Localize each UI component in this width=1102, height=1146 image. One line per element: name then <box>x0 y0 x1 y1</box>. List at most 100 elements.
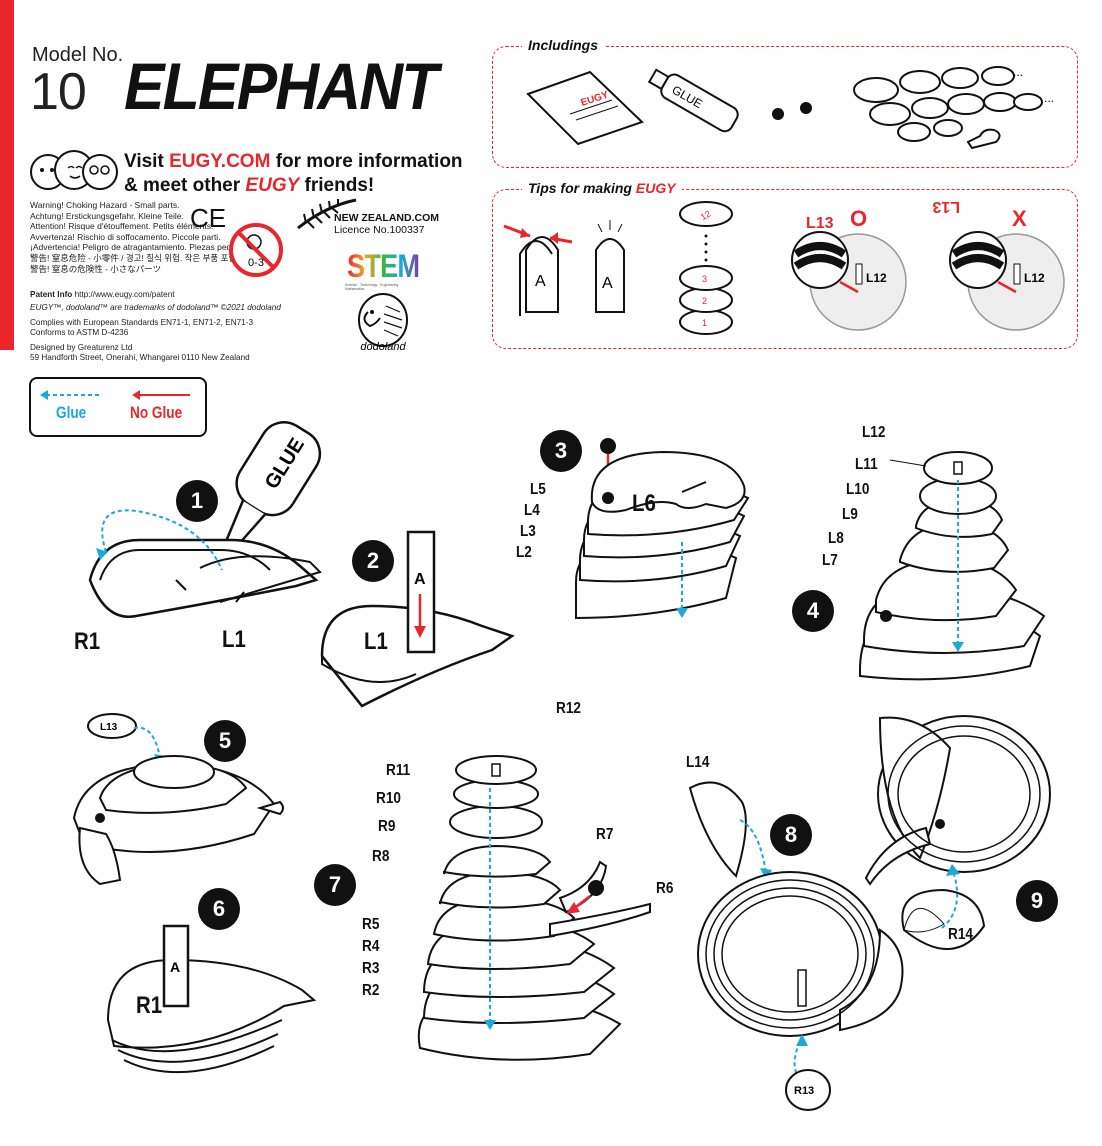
dodoland-logo-icon: dodoland <box>358 293 408 353</box>
booklet-icon: EUGY <box>526 70 644 146</box>
tips-illustration: A A 12 3 2 1 L13 O L12 L13 X L12 <box>503 198 1065 335</box>
step-9-number: 9 <box>1016 880 1058 922</box>
step-4-number: 4 <box>792 590 834 632</box>
svg-text:A: A <box>170 959 180 975</box>
svg-text:A: A <box>414 571 426 588</box>
legend-no-glue: No Glue <box>130 403 183 422</box>
svg-text:O: O <box>850 206 867 231</box>
step-3-label-l2: L2 <box>516 544 532 561</box>
no-under-3-icon: 0-3 <box>229 223 283 277</box>
step-8-label-l14: L14 <box>686 754 710 771</box>
step-7-label-r3: R3 <box>362 960 380 977</box>
svg-text:L13: L13 <box>100 722 118 733</box>
stem-sub: Science · Technology · Engineering · Mat… <box>345 283 401 291</box>
step-3-label-l3: L3 <box>520 523 536 540</box>
warning-text: Warning! Choking Hazard - Small parts. A… <box>30 200 257 274</box>
svg-text:A: A <box>535 273 546 290</box>
step-1-label-r1: R1 <box>74 628 101 655</box>
svg-text:...: ... <box>1013 65 1023 79</box>
step-4-label-l8: L8 <box>828 530 844 547</box>
step-2-label-l1: L1 <box>364 628 388 655</box>
step-7-label-r4: R4 <box>362 938 380 955</box>
step-4-label-l12: L12 <box>862 424 886 441</box>
step-6-label-r1: R1 <box>136 992 163 1019</box>
disc-pieces-icon <box>853 66 1043 150</box>
eye-bead-icon <box>772 108 784 120</box>
patent-info: Patent Info http://www.eugy.com/patent E… <box>30 290 281 362</box>
step-1-illustration: GLUE <box>88 421 322 618</box>
glue-legend <box>29 377 207 437</box>
step-4-label-l9: L9 <box>842 506 858 523</box>
step-7-label-r5: R5 <box>362 916 380 933</box>
patent-link[interactable]: http://www.eugy.com/patent <box>74 290 175 299</box>
step-3-illustration <box>575 438 750 620</box>
model-number: 10 <box>30 63 87 121</box>
step-7-illustration <box>417 755 651 1061</box>
svg-text:2: 2 <box>702 296 707 306</box>
correct-orientation-icon: L13 O L12 <box>791 206 907 331</box>
step-7-number: 7 <box>314 864 356 906</box>
eye-bead-icon <box>800 102 812 114</box>
card-pinch-icon: A <box>503 224 573 316</box>
step-7-label-r8: R8 <box>372 848 390 865</box>
step-7-label-r10: R10 <box>376 790 401 807</box>
step-2-illustration: A <box>320 530 515 708</box>
model-no-label: Model No. <box>32 44 124 66</box>
step-9-label-r14: R14 <box>948 926 973 943</box>
eugy-mascots-icon <box>30 150 118 190</box>
svg-text:L13: L13 <box>806 215 834 232</box>
step-8-illustration: R13 <box>688 781 904 1111</box>
visit-text: Visit EUGY.COM for more information & me… <box>124 151 463 196</box>
svg-text:0-3: 0-3 <box>248 257 264 269</box>
svg-text:L12: L12 <box>1024 271 1045 285</box>
eugy-link[interactable]: EUGY.COM <box>169 151 271 172</box>
glue-tube-icon: GLUE <box>647 68 739 133</box>
svg-text:dodoland: dodoland <box>360 341 406 353</box>
step-6-number: 6 <box>198 888 240 930</box>
svg-text:12: 12 <box>699 209 713 223</box>
step-7-label-r9: R9 <box>378 818 396 835</box>
step-3-label-l6: L6 <box>632 490 656 517</box>
step-5-illustration: L13 <box>72 713 284 886</box>
includings-illustration: EUGY GLUE ... ... <box>526 65 1054 150</box>
step-7-label-r12: R12 <box>556 700 581 717</box>
model-name: ELEPHANT <box>124 49 438 123</box>
step-1-number: 1 <box>176 480 218 522</box>
card-icon: A <box>595 220 625 313</box>
step-4-label-l10: L10 <box>846 481 870 498</box>
includings-box <box>492 46 1078 168</box>
tips-box <box>492 189 1078 349</box>
step-8-number: 8 <box>770 814 812 856</box>
step-7-label-r11: R11 <box>386 762 411 779</box>
step-2-number: 2 <box>352 540 394 582</box>
step-4-label-l11: L11 <box>855 456 878 473</box>
svg-text:X: X <box>1012 206 1027 231</box>
disc-stack-order-icon <box>679 201 733 335</box>
step-5-number: 5 <box>204 720 246 762</box>
glue-bottle-icon: GLUE <box>222 421 322 553</box>
svg-text:...: ... <box>1044 91 1054 105</box>
svg-text:R13: R13 <box>794 1085 814 1097</box>
legend-glue: Glue <box>56 403 87 422</box>
tips-title: Tips for making EUGY <box>522 180 682 196</box>
svg-text:3: 3 <box>702 274 707 284</box>
silver-fern-icon <box>297 198 357 230</box>
svg-text:L12: L12 <box>866 271 887 285</box>
legend-arrows-icon <box>40 390 190 400</box>
eye-bead-icon <box>600 438 616 454</box>
step-1-label-l1: L1 <box>222 626 246 653</box>
svg-text:L13: L13 <box>932 198 960 215</box>
step-3-label-l5: L5 <box>530 481 546 498</box>
step-9-illustration <box>864 715 1051 951</box>
wrong-orientation-icon: L13 X L12 <box>932 198 1065 331</box>
step-4-illustration <box>859 451 1046 681</box>
svg-text:1: 1 <box>702 318 707 328</box>
svg-text:A: A <box>602 275 613 292</box>
step-7-label-r6: R6 <box>656 880 674 897</box>
step-6-illustration: A <box>106 924 317 1074</box>
step-4-label-l7: L7 <box>822 552 838 569</box>
step-7-label-r2: R2 <box>362 982 380 999</box>
red-side-bar <box>0 0 14 350</box>
nz-licence: NEW ZEALAND.COM Licence No.100337 <box>334 212 439 236</box>
step-3-number: 3 <box>540 430 582 472</box>
